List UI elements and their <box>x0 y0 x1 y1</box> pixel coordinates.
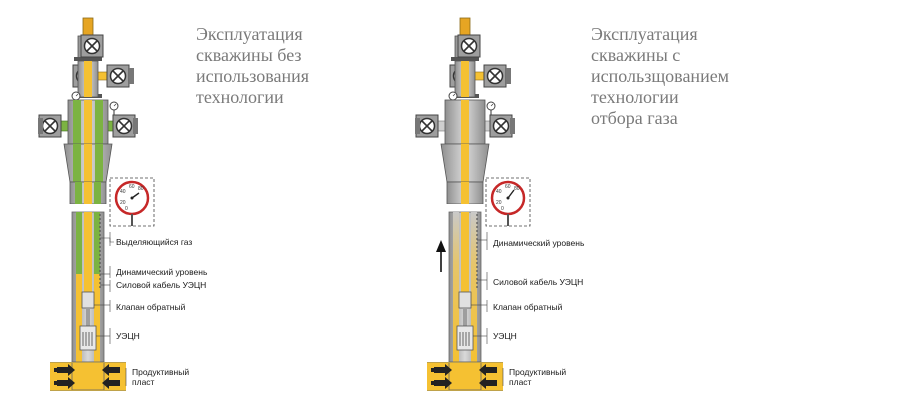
right-label-cable: Силовой кабель УЭЦН <box>493 277 583 287</box>
right-gauge-tick-0: 0 <box>501 206 504 212</box>
left-label-gas: Выделяющийся газ <box>116 237 192 247</box>
left-label-cable: Силовой кабель УЭЦН <box>116 280 206 290</box>
left-gauge-tick-40: 40 <box>120 189 126 195</box>
left-label-dynamic-level: Динамический уровень <box>116 267 208 277</box>
left-well: 20 40 60 80 0 Выделяющийся газ Динамичес… <box>38 17 208 391</box>
left-gauge-tick-60: 60 <box>129 184 135 190</box>
left-label-reservoir-1: Продуктивный <box>132 367 189 377</box>
right-well: 20 40 60 80 0 Динамический уровень Силов… <box>415 17 585 391</box>
left-label-pump: УЭЦН <box>116 331 140 341</box>
right-gauge-tick-80: 80 <box>514 186 520 192</box>
left-pressure-gauge: 20 40 60 80 0 <box>109 177 155 227</box>
left-reservoir <box>50 361 126 391</box>
right-label-valve: Клапан обратный <box>493 302 563 312</box>
right-well-title: Эксплуатация скважины с использщованием … <box>591 24 730 128</box>
left-wellhead <box>38 17 138 205</box>
right-gauge-tick-60: 60 <box>505 184 511 190</box>
right-gauge-tick-40: 40 <box>496 189 502 195</box>
right-label-reservoir-1: Продуктивный <box>509 367 566 377</box>
left-casing <box>71 211 105 363</box>
left-gauge-tick-80: 80 <box>138 186 144 192</box>
right-label-dynamic-level: Динамический уровень <box>493 238 585 248</box>
left-label-valve: Клапан обратный <box>116 302 186 312</box>
left-gauge-tick-0: 0 <box>125 206 128 212</box>
right-label-reservoir-2: пласт <box>509 377 532 387</box>
right-pressure-gauge: 20 40 60 80 0 <box>485 177 531 227</box>
right-reservoir <box>427 361 503 391</box>
right-label-pump: УЭЦН <box>493 331 517 341</box>
right-level-rise-arrow <box>436 240 446 272</box>
right-wellhead <box>415 17 515 205</box>
left-well-title: Эксплуатация скважины без использования … <box>196 24 310 107</box>
right-labels: Динамический уровень Силовой кабель УЭЦН… <box>471 232 585 387</box>
right-casing <box>448 211 482 363</box>
left-labels: Выделяющийся газ Динамический уровень Си… <box>94 232 208 387</box>
right-gauge-tick-20: 20 <box>496 200 502 206</box>
left-gauge-tick-20: 20 <box>120 200 126 206</box>
left-label-reservoir-2: пласт <box>132 377 155 387</box>
